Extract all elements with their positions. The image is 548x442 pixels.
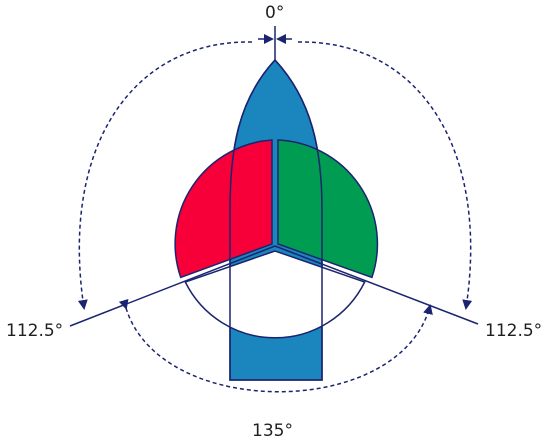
- port-angle-label: 112.5°: [6, 321, 63, 341]
- bow-angle-label: 0°: [265, 3, 284, 23]
- starboard-angle-arc: [297, 41, 473, 310]
- port-light-sector: [174, 139, 273, 279]
- port-boundary-line: [69, 245, 276, 327]
- port-angle-arc: [77, 41, 253, 310]
- starboard-boundary-line: [274, 245, 479, 325]
- stern-angle-label: 135°: [252, 421, 293, 441]
- hull-outline: [229, 58, 323, 381]
- starboard-light-sector: [277, 139, 379, 279]
- starboard-angle-label: 112.5°: [485, 321, 542, 341]
- stern-angle-arc: [118, 298, 433, 393]
